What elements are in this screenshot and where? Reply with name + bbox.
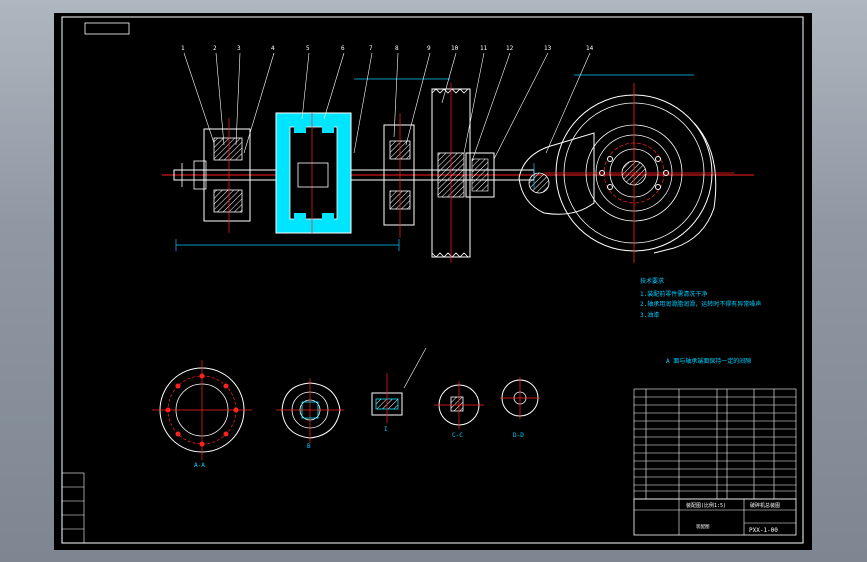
detail-view-i: I [371, 347, 427, 433]
dimension-lines [175, 74, 694, 251]
drawing-name: 破碎机总装图 [750, 502, 780, 509]
part-number: 7 [369, 45, 373, 52]
cad-viewport[interactable]: 1 2 3 4 5 6 7 8 9 10 11 12 13 14 技术要求 1.… [54, 13, 812, 550]
code-box [84, 22, 130, 35]
scale-note: 装配图(比例1:5) [686, 502, 726, 509]
part-number: 9 [427, 45, 431, 52]
tech-req-line: 1.装配前零件需清洗干净 [640, 290, 707, 298]
technical-requirements: 技术要求 1.装配前零件需清洗干净 2.轴承用润滑脂润滑，运转时不得有异常噪声 … [640, 277, 761, 365]
left-bearing-housing [181, 118, 251, 233]
detail-view-a: A-A [152, 360, 252, 469]
part-number: 12 [506, 45, 514, 52]
view-label: I [384, 426, 388, 433]
title-block: 装配图(比例1:5) 破碎机总装图 PXX-1-00 装配图 [633, 498, 797, 536]
detail-view-b: B [276, 378, 344, 450]
part-number: 14 [586, 45, 594, 52]
rotor-disc [275, 112, 352, 234]
sheet-label: 装配图 [696, 523, 710, 530]
drawing-code: PXX-1-00 [749, 527, 778, 534]
main-assembly: 1 2 3 4 5 6 7 8 9 10 11 12 13 14 [162, 45, 754, 263]
coupling [465, 152, 495, 198]
sheet-border [61, 16, 804, 544]
detail-view-d: D-D [500, 377, 540, 439]
eccentric-housing [518, 83, 734, 263]
detail-view-c: C-C [434, 381, 484, 439]
tech-req-line: 3.油漆 [640, 311, 659, 319]
view-label: A-A [194, 462, 205, 469]
part-number-callouts: 1 2 3 4 5 6 7 8 9 10 11 12 13 14 [181, 45, 594, 52]
part-number: 5 [306, 45, 310, 52]
right-bearing-housing [383, 113, 415, 238]
view-label: D-D [513, 432, 524, 439]
part-number: 1 [181, 45, 185, 52]
part-number: 11 [480, 45, 488, 52]
part-number: 6 [341, 45, 345, 52]
part-number: 13 [544, 45, 552, 52]
parts-list-table [633, 388, 797, 500]
view-label: C-C [452, 432, 463, 439]
tech-note: A 面与轴承端面保持一定的间隙 [666, 357, 751, 365]
bolt-holes [165, 373, 239, 447]
part-number: 10 [451, 45, 459, 52]
view-label: B [307, 443, 311, 450]
revision-table [61, 472, 85, 544]
tech-req-title: 技术要求 [640, 277, 664, 285]
tech-req-line: 2.轴承用润滑脂润滑，运转时不得有异常噪声 [640, 300, 761, 308]
leader-lines [183, 52, 591, 162]
part-number: 8 [395, 45, 399, 52]
part-number: 3 [237, 45, 241, 52]
assembly-drawing: 1 2 3 4 5 6 7 8 9 10 11 12 13 14 技术要求 1.… [61, 16, 804, 544]
pulley [431, 83, 471, 263]
part-number: 4 [271, 45, 275, 52]
part-number: 2 [213, 45, 217, 52]
